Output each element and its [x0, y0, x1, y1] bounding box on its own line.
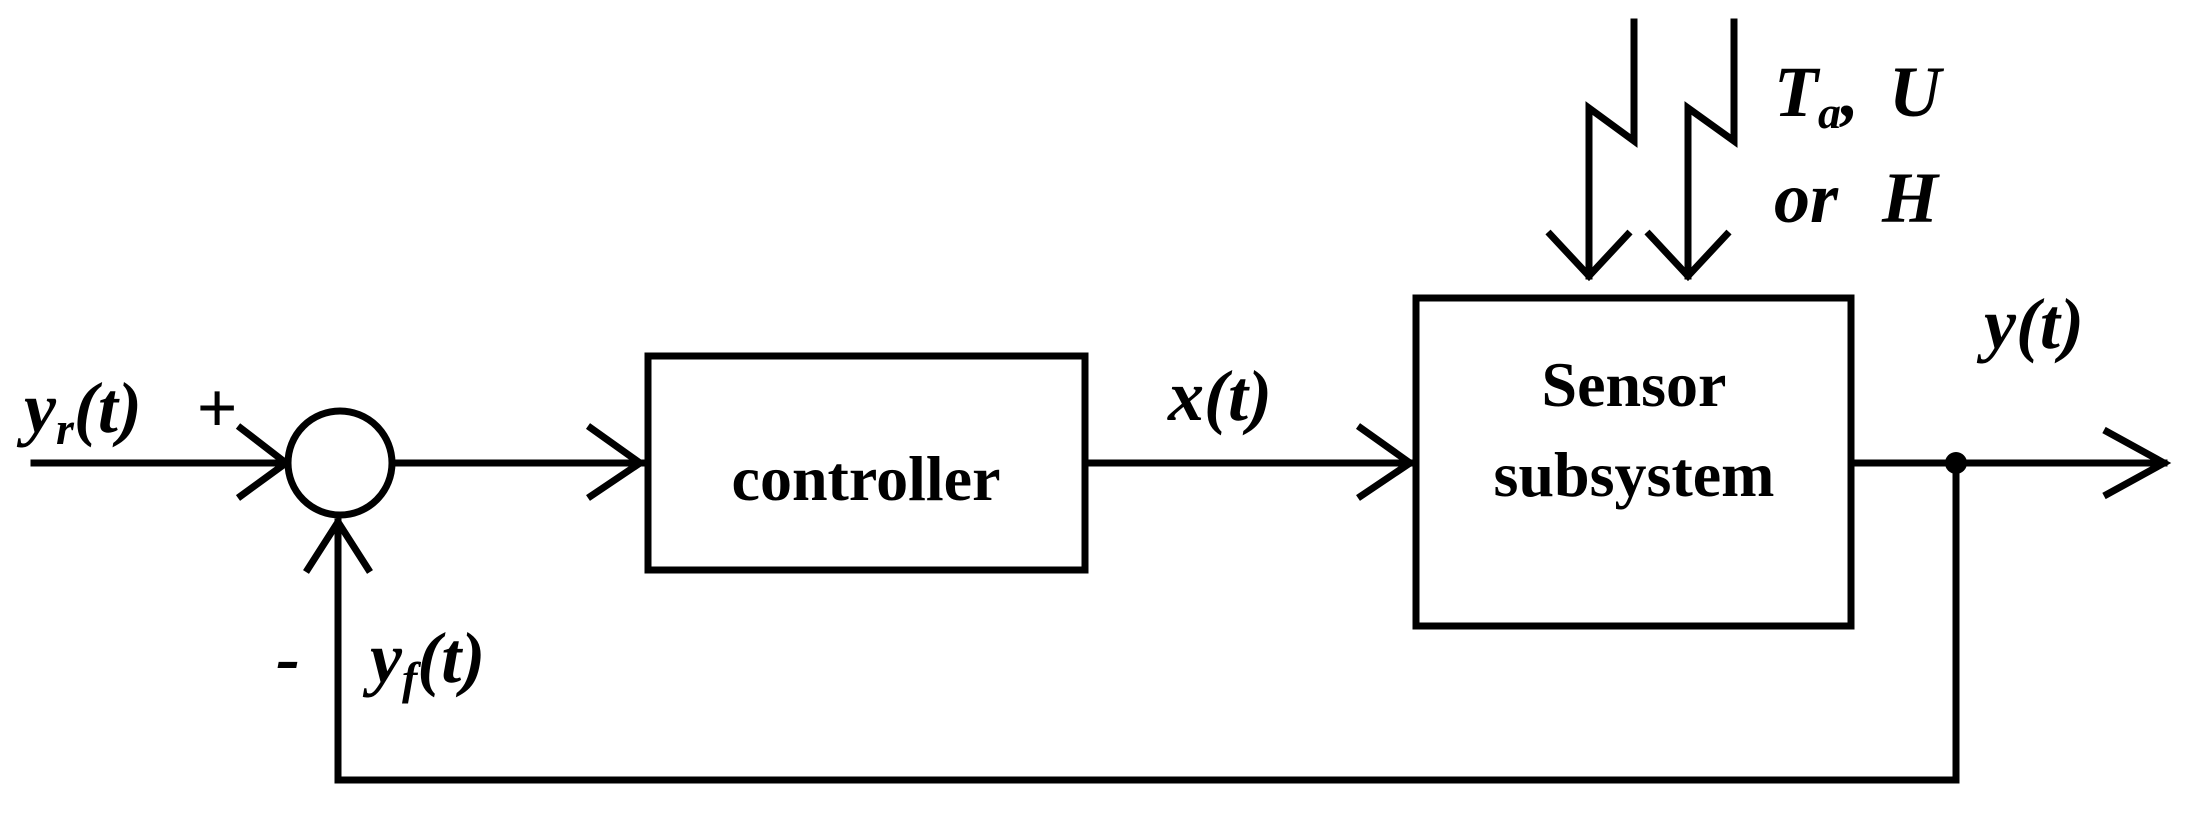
controller-block — [644, 352, 1089, 574]
voltage-label: U — [1889, 52, 1945, 132]
reference-signal-label: yr(t) — [16, 368, 142, 454]
disturbance-arrowhead-left — [1545, 229, 1633, 282]
reference-signal-arg: (t) — [74, 368, 142, 448]
or-word-label: or — [1774, 158, 1839, 238]
control-signal-label: x(t) — [1167, 356, 1272, 436]
temperature-subscript: a — [1818, 87, 1841, 138]
feedback-signal-base: y — [362, 618, 403, 698]
disturbance-label-line2: or H — [1774, 158, 1940, 238]
summing-junction — [284, 407, 396, 519]
feedback-arrowhead — [303, 515, 373, 574]
feedback-signal-subscript: f — [402, 653, 422, 704]
temperature-base: T — [1774, 52, 1821, 132]
feedback-path — [334, 459, 1960, 784]
reference-signal-base: y — [16, 368, 57, 448]
feedback-signal-arg: (t) — [417, 618, 485, 698]
feedback-signal-label: yf(t) — [362, 618, 485, 704]
minus-sign-label: - — [276, 618, 300, 698]
disturbance-label-line1: Ta, U — [1774, 52, 1945, 138]
humidity-label: H — [1881, 158, 1940, 238]
disturbance-separator: , — [1839, 52, 1859, 132]
disturbance-arrowhead-right — [1644, 229, 1732, 282]
sensor-label-line2: subsystem — [1494, 439, 1775, 510]
plus-sign-label: + — [196, 368, 237, 448]
sensor-label-line1: Sensor — [1542, 349, 1727, 420]
reference-signal-subscript: r — [56, 403, 75, 454]
output-arrowhead — [2102, 426, 2172, 500]
output-signal-label: y(t) — [1976, 284, 2084, 364]
disturbance-arrow-left — [1585, 18, 1638, 280]
controller-label: controller — [732, 443, 1001, 514]
disturbance-arrow-right — [1684, 18, 1738, 280]
sensor-input-arrowhead — [1355, 423, 1417, 501]
controller-input-arrowhead — [585, 423, 647, 501]
